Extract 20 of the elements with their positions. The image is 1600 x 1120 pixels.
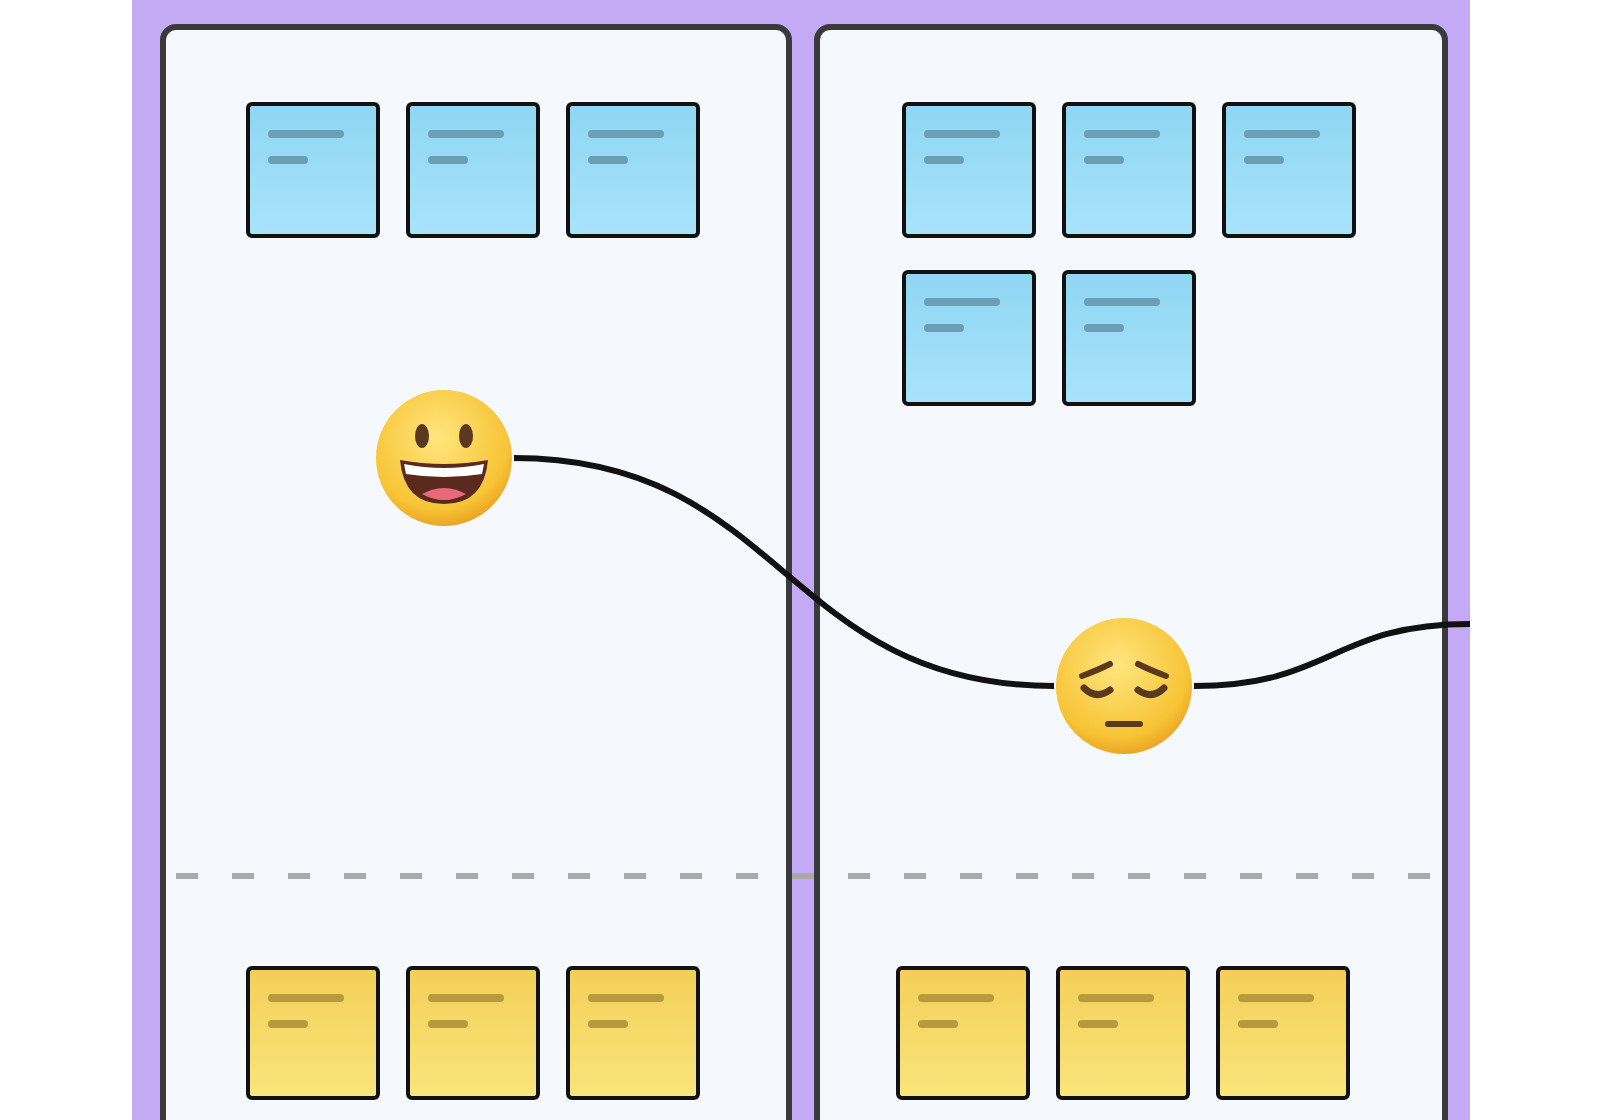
sticky-note xyxy=(1062,270,1196,406)
stage-panel xyxy=(160,24,792,1120)
sticky-note xyxy=(246,966,380,1100)
sticky-note xyxy=(1056,966,1190,1100)
journey-curve xyxy=(513,455,1055,689)
sticky-note xyxy=(1216,966,1350,1100)
smiling-face-icon xyxy=(374,388,514,528)
sticky-note xyxy=(406,966,540,1100)
journey-curve xyxy=(1193,621,1471,689)
sad-face-icon xyxy=(1054,616,1194,756)
sticky-note xyxy=(896,966,1030,1100)
stage-panel xyxy=(814,24,1448,1120)
sticky-note xyxy=(1222,102,1356,238)
sticky-note xyxy=(406,102,540,238)
sticky-note xyxy=(902,102,1036,238)
sticky-note xyxy=(246,102,380,238)
sticky-note xyxy=(566,966,700,1100)
sticky-note xyxy=(1062,102,1196,238)
sticky-note xyxy=(566,102,700,238)
sticky-note xyxy=(902,270,1036,406)
